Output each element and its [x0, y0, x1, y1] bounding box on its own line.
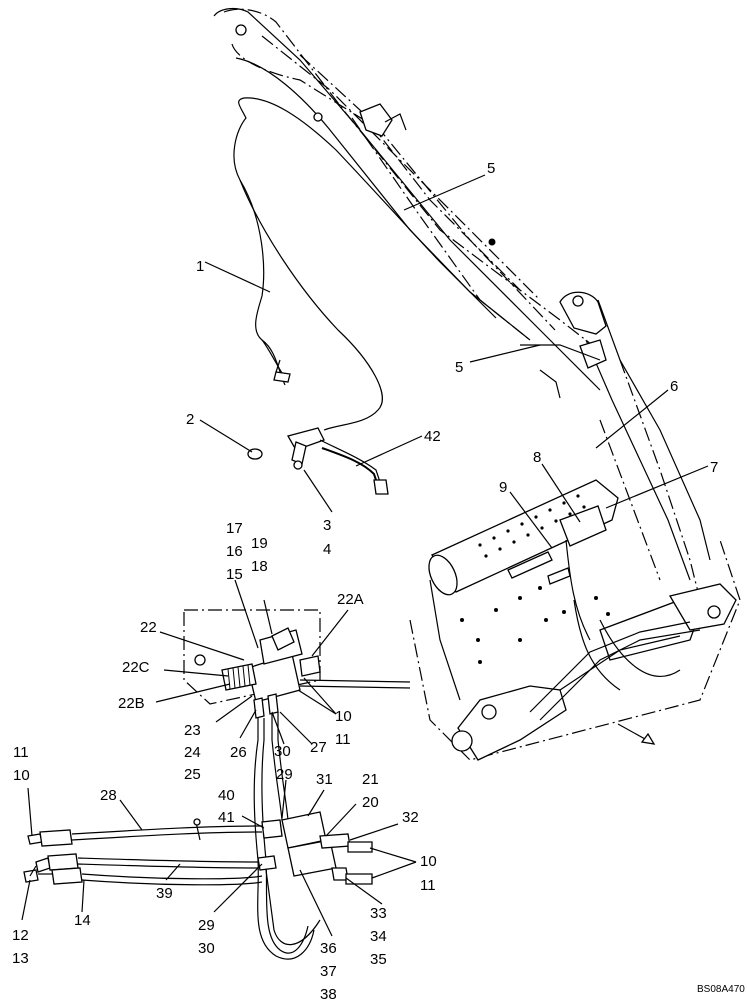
- reference-code: BS08A470: [697, 984, 745, 995]
- callout-18: 18: [251, 558, 268, 575]
- callout-11-valve: 11: [335, 731, 351, 748]
- control-valve: [183, 609, 411, 719]
- callout-11-left: 11: [13, 744, 29, 761]
- callout-22A: 22A: [337, 591, 364, 608]
- vertical-hoses: [253, 712, 321, 960]
- callout-29-upper: 29: [276, 766, 293, 783]
- loader-arm: [213, 7, 711, 601]
- callout-26: 26: [230, 744, 247, 761]
- callout-36: 36: [320, 940, 337, 957]
- callout-11-right: 11: [420, 877, 436, 894]
- callout-13: 13: [12, 950, 29, 967]
- callout-2: 2: [186, 411, 194, 428]
- callout-16: 16: [226, 543, 243, 560]
- callout-29-lower: 29: [198, 917, 215, 934]
- callout-37: 37: [320, 963, 337, 980]
- callout-1: 1: [196, 258, 204, 275]
- wire-harness: [233, 97, 497, 431]
- callout-20: 20: [362, 794, 379, 811]
- callout-25: 25: [184, 766, 201, 783]
- callout-35: 35: [370, 951, 387, 968]
- callout-42: 42: [424, 428, 441, 445]
- callout-31: 31: [316, 771, 333, 788]
- callout-8: 8: [533, 449, 541, 466]
- callout-41: 41: [218, 809, 235, 826]
- callout-10-left: 10: [13, 767, 30, 784]
- callout-7: 7: [710, 459, 718, 476]
- hose-42-assembly: [247, 427, 389, 495]
- leader-lines: [21, 174, 709, 937]
- callout-12: 12: [12, 927, 29, 944]
- callout-30-upper: 30: [274, 743, 291, 760]
- callout-6: 6: [670, 378, 678, 395]
- callout-19: 19: [251, 535, 268, 552]
- callout-39: 39: [156, 885, 173, 902]
- callout-10-valve: 10: [335, 708, 352, 725]
- callout-15: 15: [226, 566, 243, 583]
- callout-4: 4: [323, 541, 331, 558]
- callout-33: 33: [370, 905, 387, 922]
- callout-32: 32: [402, 809, 419, 826]
- callout-28: 28: [100, 787, 117, 804]
- callout-5-upper: 5: [487, 160, 495, 177]
- callout-3: 3: [323, 517, 331, 534]
- callout-14: 14: [74, 912, 91, 929]
- callout-10-right: 10: [420, 853, 437, 870]
- callout-23: 23: [184, 722, 201, 739]
- horizontal-hoses: [23, 818, 263, 886]
- cylinder-assembly: [409, 479, 741, 761]
- callout-5-lower: 5: [455, 359, 463, 376]
- callout-17: 17: [226, 520, 243, 537]
- callout-22B: 22B: [118, 695, 145, 712]
- callout-9: 9: [499, 479, 507, 496]
- callout-34: 34: [370, 928, 387, 945]
- callout-27: 27: [310, 739, 327, 756]
- callout-30-lower: 30: [198, 940, 215, 957]
- callout-24: 24: [184, 744, 201, 761]
- callout-21: 21: [362, 771, 379, 788]
- callout-38: 38: [320, 986, 337, 1000]
- callout-22: 22: [140, 619, 157, 636]
- diverter-valve: [257, 811, 373, 885]
- callout-labels: 1 2 3 4 5 5 6 7 8 9 42 17 16 15 19 18 22…: [12, 160, 718, 1003]
- callout-22C: 22C: [122, 659, 150, 676]
- callout-40: 40: [218, 787, 235, 804]
